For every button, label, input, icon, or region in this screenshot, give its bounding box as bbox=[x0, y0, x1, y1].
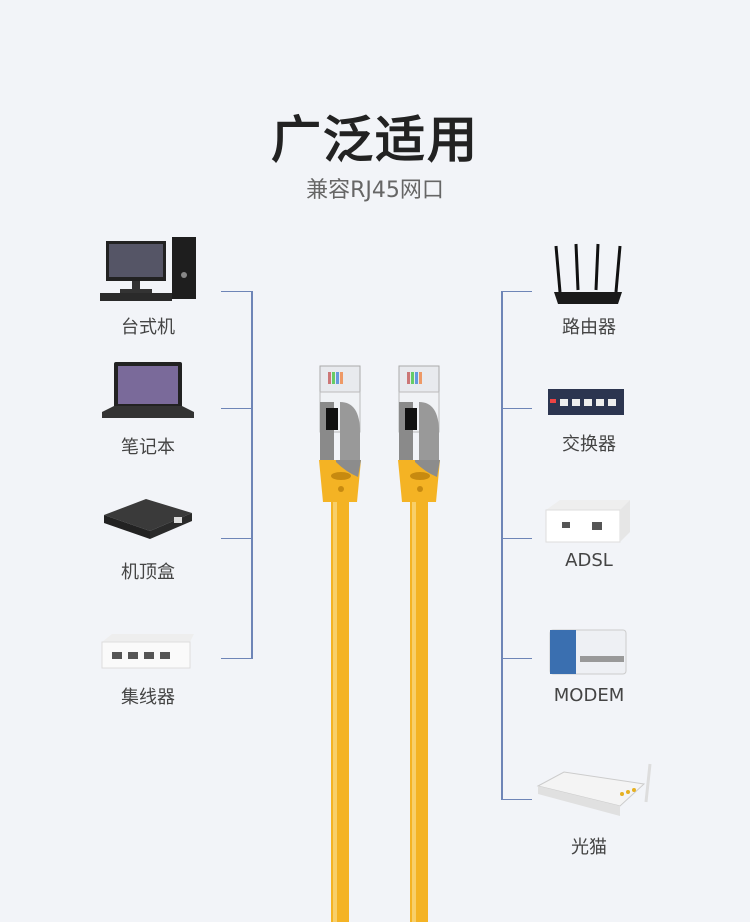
device-label: MODEM bbox=[553, 685, 625, 706]
modem-icon bbox=[549, 629, 627, 675]
device-label: 路由器 bbox=[562, 317, 616, 338]
rj45-cable-right bbox=[398, 365, 440, 922]
device-label: ADSL bbox=[565, 550, 613, 571]
adsl-icon bbox=[545, 500, 630, 543]
device-label: 交换器 bbox=[562, 434, 616, 455]
optical-modem-icon bbox=[536, 763, 652, 816]
bracket-tick bbox=[221, 658, 252, 659]
bracket-tick bbox=[501, 291, 532, 292]
rj45-cable-left bbox=[319, 365, 361, 922]
bracket-tick bbox=[501, 658, 532, 659]
bracket-tick bbox=[221, 291, 252, 292]
desktop-icon bbox=[100, 237, 196, 301]
laptop-icon bbox=[102, 362, 194, 418]
page-title: 广泛适用 bbox=[271, 111, 479, 169]
device-label: 台式机 bbox=[121, 317, 175, 338]
right-bracket bbox=[501, 291, 503, 800]
switch-icon bbox=[548, 389, 624, 415]
device-label: 集线器 bbox=[121, 687, 175, 708]
device-label: 光猫 bbox=[571, 837, 607, 858]
bracket-tick bbox=[221, 538, 252, 539]
device-label: 机顶盒 bbox=[121, 562, 175, 583]
bracket-tick bbox=[501, 538, 532, 539]
bracket-tick bbox=[501, 408, 532, 409]
device-label: 笔记本 bbox=[121, 437, 175, 458]
left-bracket bbox=[251, 291, 253, 659]
hub-icon bbox=[101, 634, 194, 669]
bracket-tick bbox=[501, 799, 532, 800]
page-subtitle: 兼容RJ45网口 bbox=[306, 178, 444, 203]
bracket-tick bbox=[221, 408, 252, 409]
router-icon bbox=[554, 243, 622, 304]
set-top-box-icon bbox=[104, 499, 192, 539]
